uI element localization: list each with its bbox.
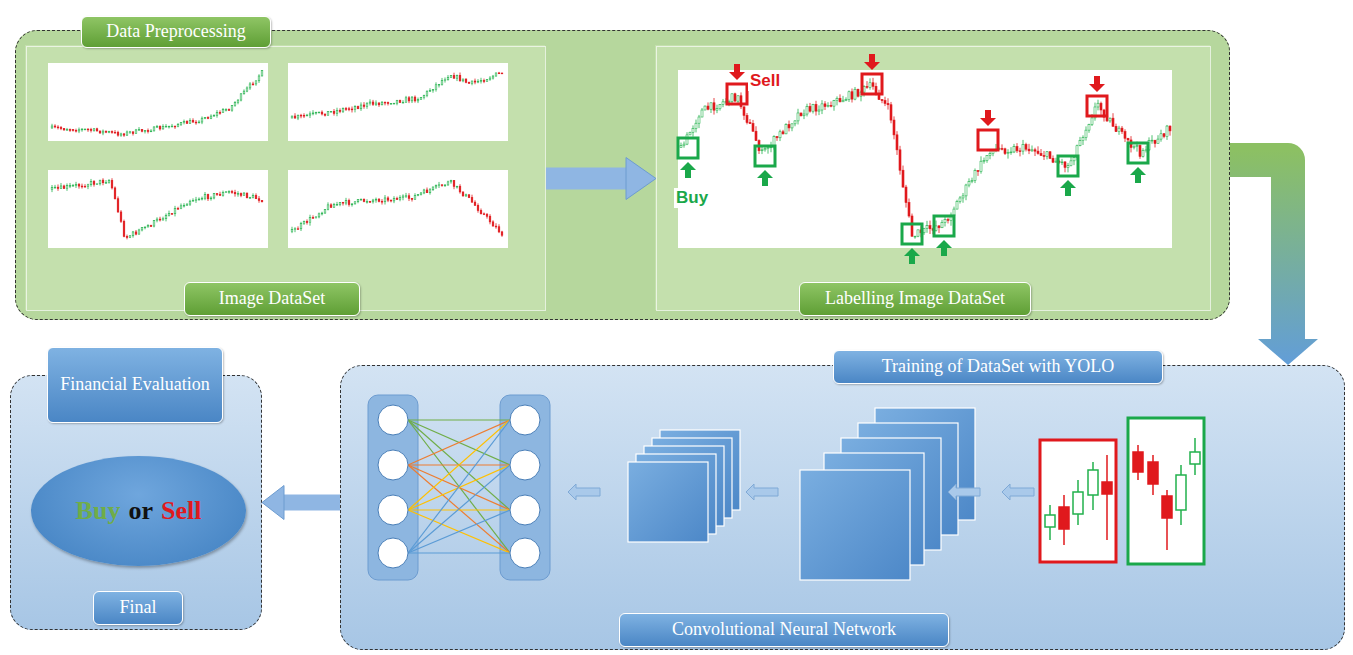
node-text: Buy <box>76 496 121 526</box>
node-text: Data Preprocessing <box>106 21 245 43</box>
flow-arrow <box>1230 160 1318 365</box>
node-text: Financial Evaluation <box>60 374 209 396</box>
tab-label: Convolutional Neural Network <box>619 613 949 647</box>
tab-label: Data Preprocessing <box>81 16 271 48</box>
tab-label: Final <box>93 591 183 625</box>
cnn-illustration <box>368 395 1204 580</box>
chart-frame <box>48 170 268 248</box>
tab-label: Financial Evaluation <box>47 347 223 423</box>
region: Data PreprocessingImage DataSetLabelling… <box>15 30 1230 320</box>
chart-frame <box>678 70 1172 248</box>
node-text: or <box>128 496 153 526</box>
tab-label: Training of DataSet with YOLO <box>833 350 1163 384</box>
chart-frame <box>288 63 508 141</box>
region-fill <box>340 365 1345 650</box>
flow-arrow <box>262 486 340 520</box>
output-ellipse: Buyor Sell <box>31 456 246 566</box>
signal-label: Buy <box>674 188 710 208</box>
chart-frame <box>48 63 268 141</box>
tab-label: Labelling Image DataSet <box>799 282 1031 316</box>
node-text: Labelling Image DataSet <box>825 288 1005 310</box>
node-text: Training of DataSet with YOLO <box>882 356 1115 378</box>
image-panel: Image DataSet <box>26 46 546 311</box>
region: Financial EvaluationFinal Buyor Sell <box>10 375 262 630</box>
image-panel: Labelling Image DataSet <box>656 46 1211 311</box>
signal-label: Sell <box>748 71 782 91</box>
node-text: Convolutional Neural Network <box>672 619 896 641</box>
region-fill <box>15 30 1230 320</box>
tab-label: Image DataSet <box>184 282 360 316</box>
candlestick-charts <box>51 54 1171 264</box>
node-text: Final <box>119 597 156 619</box>
panel-fill <box>655 45 1210 310</box>
region: Training of DataSet with YOLOConvolution… <box>340 365 1345 650</box>
chart-frame <box>288 170 508 248</box>
panel-fill <box>25 45 545 310</box>
flow-arrow <box>546 158 656 200</box>
node-text: Sell <box>161 496 201 526</box>
node-text: Image DataSet <box>219 288 325 310</box>
